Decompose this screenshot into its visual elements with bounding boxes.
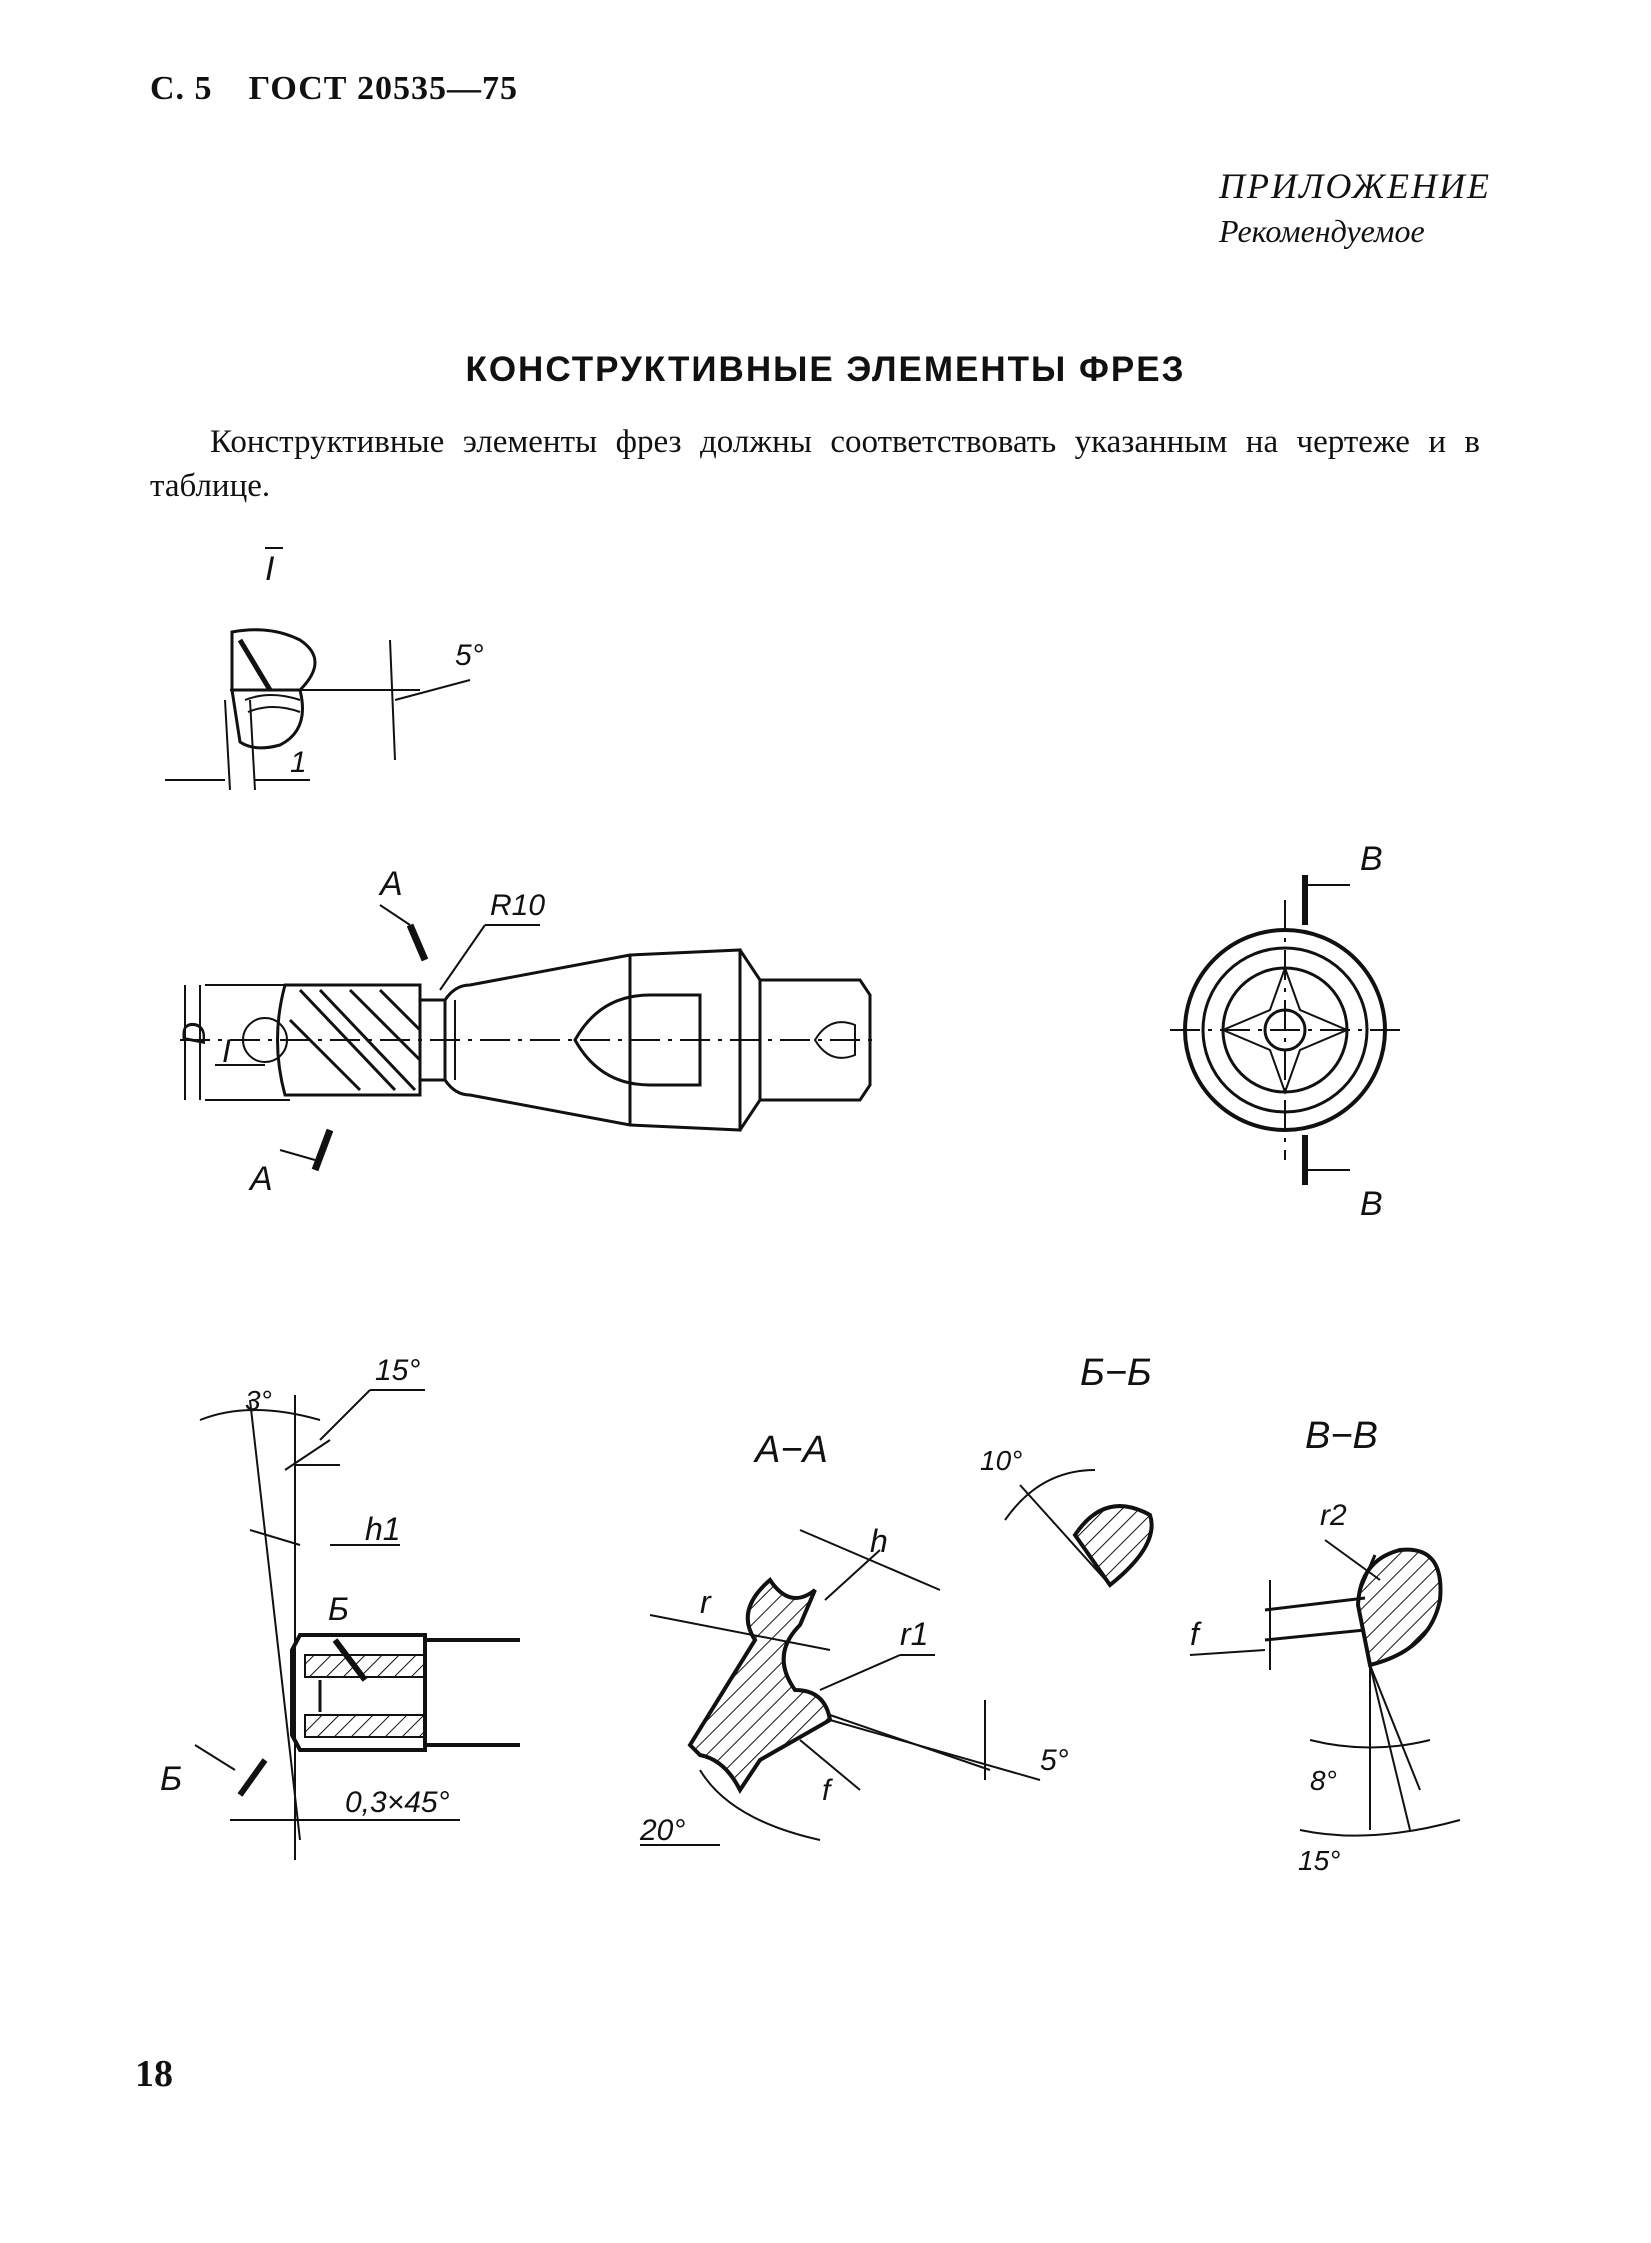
appendix-title: ПРИЛОЖЕНИЕ — [1219, 166, 1491, 206]
section-v-top-label: В — [1360, 840, 1383, 878]
section-b-top-label: Б — [328, 1591, 349, 1627]
angle-15-label: 15° — [375, 1354, 420, 1387]
section-aa: A−A r h r1 5° f 20° — [639, 1429, 1069, 1847]
r1-label: r1 — [900, 1616, 928, 1652]
detail-label: I — [265, 550, 275, 588]
angle-3-label: 3° — [245, 1385, 272, 1416]
detail-ref-label: I — [222, 1033, 231, 1069]
f-label-aa: f — [822, 1774, 833, 1807]
standard-ref: ГОСТ 20535—75 — [248, 70, 518, 107]
cutter-partial-view: 3° 15° h1 Б Б 0,3×45° — [160, 1354, 520, 1860]
h-label: h — [870, 1523, 888, 1559]
section-a-bottom-label: A — [248, 1160, 273, 1198]
section-bb-title: Б−Б — [1080, 1352, 1152, 1394]
section-b-bottom-label: Б — [160, 1760, 182, 1798]
appendix-subtitle: Рекомендуемое — [1219, 213, 1425, 249]
angle-5-label: 5° — [1040, 1744, 1069, 1777]
section-v-bottom-label: В — [1360, 1185, 1383, 1223]
angle-20-label: 20° — [639, 1814, 685, 1847]
diameter-label: D — [176, 1022, 212, 1045]
detail-angle-label: 5° — [455, 639, 484, 672]
page-number: 18 — [135, 2053, 173, 2095]
section-title: КОНСТРУКТИВНЫЕ ЭЛЕМЕНТЫ ФРЕЗ — [465, 350, 1186, 389]
r-label: r — [700, 1584, 712, 1620]
angle-8-label: 8° — [1310, 1765, 1337, 1796]
page-ref: С. 5 — [150, 70, 213, 107]
h1-label: h1 — [365, 1511, 401, 1547]
section-aa-title: A−A — [753, 1429, 828, 1471]
f-label-vv: f — [1190, 1616, 1202, 1652]
section-vv-title: В−В — [1305, 1415, 1378, 1457]
cutter-end-view: В В — [1170, 840, 1400, 1223]
cutter-main-view: D I A A R10 — [176, 865, 880, 1198]
angle-15b-label: 15° — [1298, 1845, 1340, 1876]
chamfer-label: 0,3×45° — [345, 1786, 450, 1819]
detail-len-label: 1 — [290, 746, 307, 779]
intro-paragraph: Конструктивные элементы фрез должны соот… — [150, 424, 1480, 504]
r2-label: r2 — [1320, 1499, 1347, 1532]
section-a-top-label: A — [378, 865, 403, 903]
page-header: С. 5 ГОСТ 20535—75 — [150, 70, 554, 108]
detail-i: I 1 5° — [165, 547, 484, 791]
section-bb: Б−Б 10° — [980, 1352, 1154, 1588]
section-vv: В−В f r2 8° 15° — [1189, 1415, 1461, 1876]
radius-label: R10 — [490, 889, 545, 922]
angle-10-label: 10° — [980, 1445, 1022, 1476]
appendix-label: ПРИЛОЖЕНИЕ Рекомендуемое — [1219, 165, 1491, 250]
